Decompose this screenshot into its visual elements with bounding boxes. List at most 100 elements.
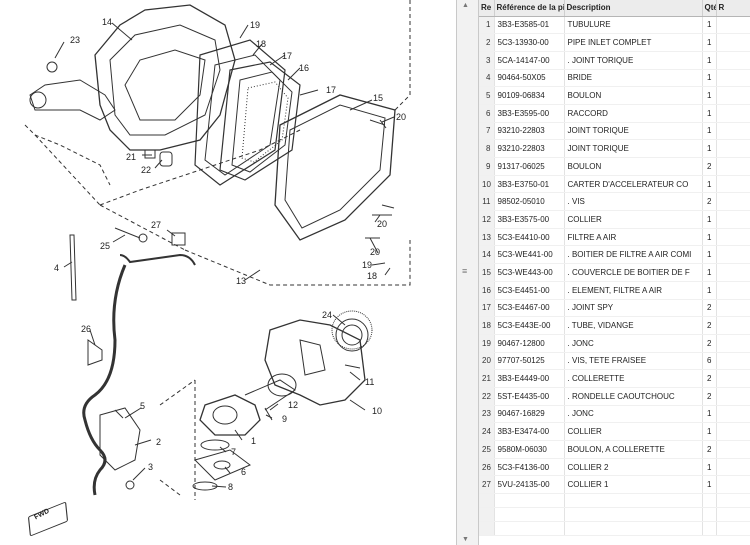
r-cell[interactable] bbox=[716, 228, 750, 247]
pane-splitter[interactable]: ▲ ≡ ▼ bbox=[456, 0, 479, 545]
part-reference-cell[interactable]: 98502-05010 bbox=[494, 192, 565, 212]
quantity-cell[interactable]: 6 bbox=[702, 352, 717, 371]
description-cell[interactable]: COLLIER bbox=[564, 210, 703, 229]
part-reference-cell[interactable]: 5C3-F4136-00 bbox=[494, 458, 565, 477]
description-cell[interactable]: RACCORD bbox=[564, 104, 703, 123]
part-reference-cell[interactable]: 3B3-E3585-01 bbox=[494, 16, 565, 35]
description-cell[interactable]: BOULON bbox=[564, 157, 703, 176]
quantity-cell[interactable]: 2 bbox=[702, 157, 717, 176]
row-number[interactable]: 20 bbox=[479, 352, 495, 371]
part-reference-cell[interactable]: 3B3-E3474-00 bbox=[494, 422, 565, 441]
row-number[interactable]: 27 bbox=[479, 475, 495, 495]
quantity-cell[interactable]: 1 bbox=[702, 175, 717, 194]
description-cell[interactable]: . RONDELLE CAOUTCHOUC bbox=[564, 387, 703, 406]
part-reference-cell[interactable]: 3B3-E3575-00 bbox=[494, 210, 565, 229]
column-header-r[interactable]: R bbox=[716, 0, 750, 17]
row-number[interactable]: 24 bbox=[479, 422, 495, 441]
r-cell[interactable] bbox=[716, 334, 750, 353]
quantity-cell[interactable]: 1 bbox=[702, 405, 717, 424]
quantity-cell[interactable]: 1 bbox=[702, 210, 717, 229]
description-cell[interactable]: CARTER D'ACCELERATEUR CO bbox=[564, 175, 703, 194]
quantity-cell[interactable]: 1 bbox=[702, 475, 717, 495]
part-reference-cell[interactable]: 5C3-E4451-00 bbox=[494, 281, 565, 300]
row-number[interactable]: 22 bbox=[479, 387, 495, 406]
part-reference-cell[interactable]: 5C3-E4467-00 bbox=[494, 299, 565, 318]
part-reference-cell[interactable]: 3B3-E3595-00 bbox=[494, 104, 565, 123]
part-reference-cell[interactable]: 90109-06834 bbox=[494, 86, 565, 105]
quantity-cell[interactable]: 1 bbox=[702, 51, 717, 70]
splitter-grip-icon[interactable]: ≡ bbox=[462, 266, 468, 276]
part-reference-cell[interactable]: 90467-12800 bbox=[494, 334, 565, 353]
quantity-cell[interactable]: 2 bbox=[702, 369, 717, 388]
row-number[interactable]: 21 bbox=[479, 369, 495, 388]
r-cell[interactable] bbox=[716, 175, 750, 194]
row-number[interactable]: 23 bbox=[479, 405, 495, 424]
row-number[interactable]: 1 bbox=[479, 16, 495, 35]
description-cell[interactable]: . COLLERETTE bbox=[564, 369, 703, 388]
r-cell[interactable] bbox=[716, 458, 750, 477]
row-number[interactable]: 19 bbox=[479, 334, 495, 353]
part-reference-cell[interactable]: 91317-06025 bbox=[494, 157, 565, 176]
r-cell[interactable] bbox=[716, 405, 750, 424]
row-number[interactable]: 3 bbox=[479, 51, 495, 70]
column-header-quantity[interactable]: Qté bbox=[702, 0, 717, 17]
description-cell[interactable]: COLLIER 2 bbox=[564, 458, 703, 477]
description-cell[interactable]: COLLIER 1 bbox=[564, 475, 703, 495]
row-number[interactable]: 10 bbox=[479, 175, 495, 194]
part-reference-cell[interactable]: 5C3-E443E-00 bbox=[494, 316, 565, 335]
quantity-cell[interactable]: 1 bbox=[702, 228, 717, 247]
splitter-arrow-up-icon[interactable]: ▲ bbox=[462, 2, 469, 9]
r-cell[interactable] bbox=[716, 51, 750, 70]
description-cell[interactable]: . JOINT SPY bbox=[564, 299, 703, 318]
description-cell[interactable]: TUBULURE bbox=[564, 16, 703, 35]
quantity-cell[interactable]: 2 bbox=[702, 192, 717, 212]
description-cell[interactable]: BOULON, A COLLERETTE bbox=[564, 440, 703, 459]
row-number[interactable]: 11 bbox=[479, 192, 495, 212]
r-cell[interactable] bbox=[716, 245, 750, 265]
r-cell[interactable] bbox=[716, 475, 750, 495]
r-cell[interactable] bbox=[716, 369, 750, 388]
column-header-ref-number[interactable]: Re bbox=[479, 0, 495, 17]
row-number[interactable]: 18 bbox=[479, 316, 495, 335]
description-cell[interactable]: FILTRE A AIR bbox=[564, 228, 703, 247]
quantity-cell[interactable]: 2 bbox=[702, 387, 717, 406]
quantity-cell[interactable]: 1 bbox=[702, 69, 717, 88]
r-cell[interactable] bbox=[716, 440, 750, 459]
r-cell[interactable] bbox=[716, 157, 750, 176]
part-reference-cell[interactable]: 93210-22803 bbox=[494, 139, 565, 158]
quantity-cell[interactable]: 1 bbox=[702, 33, 717, 52]
part-reference-cell[interactable]: 5C3-E4410-00 bbox=[494, 228, 565, 247]
part-reference-cell[interactable]: 9580M-06030 bbox=[494, 440, 565, 459]
quantity-cell[interactable]: 2 bbox=[702, 334, 717, 353]
splitter-arrow-down-icon[interactable]: ▼ bbox=[462, 536, 469, 543]
r-cell[interactable] bbox=[716, 281, 750, 300]
part-reference-cell[interactable]: 5C3-13930-00 bbox=[494, 33, 565, 52]
description-cell[interactable]: . TUBE, VIDANGE bbox=[564, 316, 703, 335]
part-reference-cell[interactable]: 97707-50125 bbox=[494, 352, 565, 371]
quantity-cell[interactable]: 1 bbox=[702, 422, 717, 441]
row-number[interactable]: 9 bbox=[479, 157, 495, 176]
r-cell[interactable] bbox=[716, 299, 750, 318]
quantity-cell[interactable]: 1 bbox=[702, 245, 717, 265]
quantity-cell[interactable]: 1 bbox=[702, 104, 717, 123]
description-cell[interactable]: COLLIER bbox=[564, 422, 703, 441]
description-cell[interactable]: . BOITIER DE FILTRE A AIR COMI bbox=[564, 245, 703, 265]
r-cell[interactable] bbox=[716, 139, 750, 158]
